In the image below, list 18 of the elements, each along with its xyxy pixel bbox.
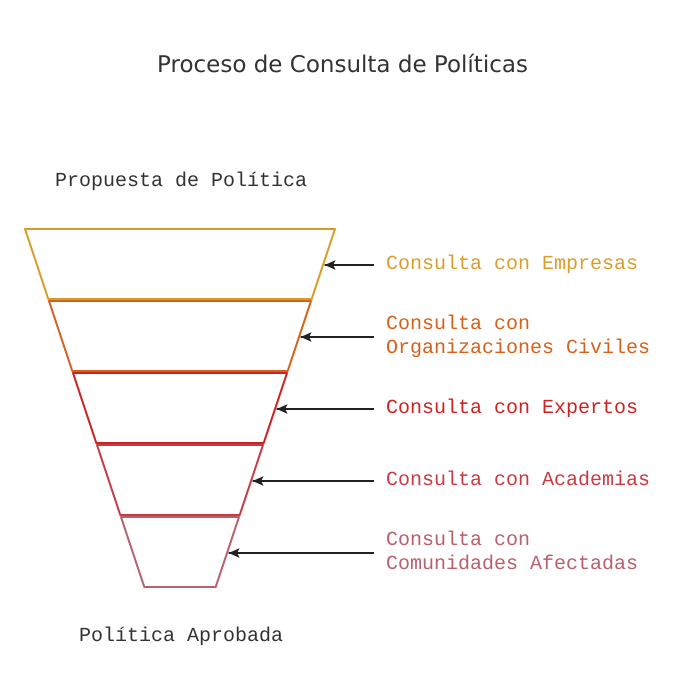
funnel-band xyxy=(48,300,312,372)
step-label: Consulta con Empresas xyxy=(386,253,658,277)
arrow xyxy=(228,548,374,558)
funnel-bottom-label: Política Aprobada xyxy=(79,625,284,649)
funnel-band xyxy=(24,228,336,300)
step-label: Consulta con Organizaciones Civiles xyxy=(386,313,658,361)
step-label: Consulta con Comunidades Afectadas xyxy=(386,529,658,577)
arrow xyxy=(276,404,374,414)
diagram-title: Proceso de Consulta de Políticas xyxy=(156,51,529,80)
arrow xyxy=(300,332,374,342)
step-label: Consulta con Academias xyxy=(386,469,658,493)
funnel-band xyxy=(96,444,264,516)
funnel-band xyxy=(72,372,288,444)
funnel-top-label: Propuesta de Política xyxy=(55,170,308,194)
arrow xyxy=(252,476,374,486)
funnel-band xyxy=(120,516,240,588)
step-label: Consulta con Expertos xyxy=(386,397,658,421)
arrow xyxy=(324,260,374,270)
